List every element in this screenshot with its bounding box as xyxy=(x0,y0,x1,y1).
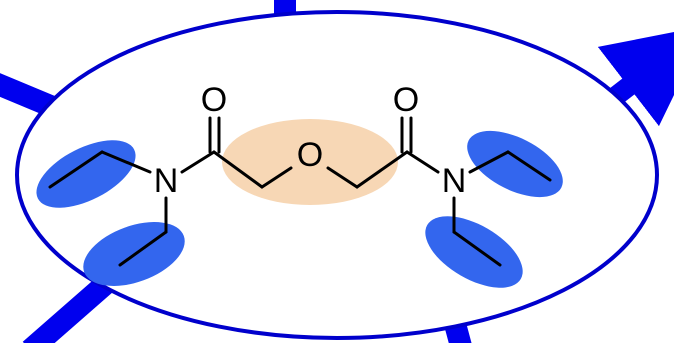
bond-oxygen-ch2-right xyxy=(326,166,359,189)
arrow-bottom-left xyxy=(22,271,118,343)
atom-nitrogen-right: N xyxy=(442,162,467,200)
bond-ethyl-upper-right-b xyxy=(506,150,552,182)
bond-ch2-right-carbonyl xyxy=(355,150,409,189)
ethyl-highlight-upper-right xyxy=(467,130,563,198)
atom-carbonyl-oxygen-left: O xyxy=(201,81,227,119)
atom-carbonyl-oxygen-right: O xyxy=(393,81,419,119)
atom-nitrogen-left: N xyxy=(154,162,179,200)
bond-n-left-carbonyl xyxy=(180,150,216,174)
atom-ether-oxygen: O xyxy=(297,136,323,174)
bonds xyxy=(48,116,552,267)
bond-ethyl-upper-left-b xyxy=(100,150,152,174)
bond-carbonyl-left-ch2 xyxy=(212,150,264,189)
bond-carbonyl-n-right xyxy=(405,150,440,174)
bond-ch2-left-oxygen xyxy=(260,166,293,189)
atom-labels: O N O O N xyxy=(154,81,467,200)
bond-ethyl-lower-right-a xyxy=(452,230,502,267)
ethyl-highlight-lower-right xyxy=(425,216,523,288)
bond-ethyl-upper-left-a xyxy=(48,150,104,189)
bond-ethyl-upper-right-a xyxy=(468,150,510,174)
bond-ethyl-lower-left-a xyxy=(118,230,168,267)
